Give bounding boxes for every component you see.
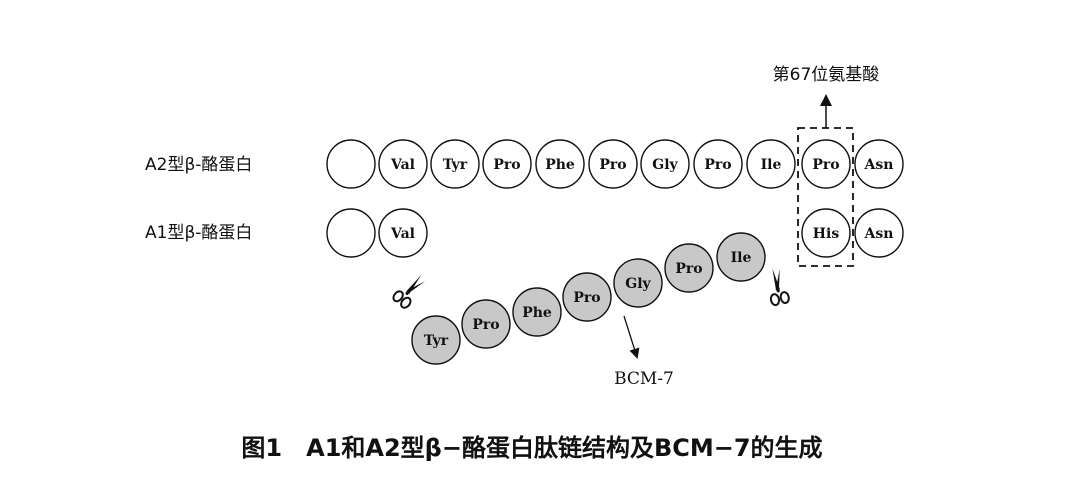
residue-circle <box>693 139 743 189</box>
residue-circle <box>378 139 428 189</box>
bcm7-arrow <box>623 315 640 359</box>
a2-residue-ile: Ile <box>746 139 796 189</box>
amino-acid-67-label: 第67位氨基酸 <box>773 65 880 85</box>
residue-label: Ile <box>731 250 752 266</box>
a1-residue-chain: Val His Asn <box>326 208 904 258</box>
left-scissors-icon <box>390 269 430 311</box>
residue-circle <box>461 299 511 349</box>
residue-label: Ile <box>761 157 782 173</box>
residue-label: Tyr <box>424 333 449 349</box>
peptide-residue-tyr: Tyr <box>411 315 461 365</box>
residue-circle <box>562 272 612 322</box>
residue-circle <box>613 258 663 308</box>
peptide-residue-ile: Ile <box>716 232 766 282</box>
residue-circle <box>588 139 638 189</box>
a2-residue-pro: Pro <box>482 139 532 189</box>
residue-label: Val <box>390 157 415 173</box>
a2-row-label: A2型β-酪蛋白 <box>145 155 252 175</box>
residue-circle <box>854 139 904 189</box>
peptide-residue-pro: Pro <box>461 299 511 349</box>
a1-row-label: A1型β-酪蛋白 <box>145 223 252 243</box>
residue-circle <box>482 139 532 189</box>
residue-circle <box>378 208 428 258</box>
residue-circle <box>801 139 851 189</box>
residue-circle <box>664 243 714 293</box>
residue-label: Asn <box>864 226 894 242</box>
residue-label: Phe <box>522 305 552 321</box>
residue-label: Pro <box>812 157 839 173</box>
a1-residue-asn: Asn <box>854 208 904 258</box>
a2-residue-gly: Gly <box>640 139 690 189</box>
a1-residue-empty <box>326 208 376 258</box>
residue-circle <box>535 139 585 189</box>
figure-caption: 图1 A1和A2型β−酪蛋白肽链结构及BCM−7的生成 <box>241 434 822 462</box>
residue-label: Tyr <box>443 157 468 173</box>
residue-label: Pro <box>599 157 626 173</box>
peptide-residue-pro: Pro <box>664 243 714 293</box>
peptide-residue-pro: Pro <box>562 272 612 322</box>
residue-circle <box>801 208 851 258</box>
a2-residue-phe: Phe <box>535 139 585 189</box>
residue-circle <box>746 139 796 189</box>
residue-circle <box>512 287 562 337</box>
residue-label: Pro <box>573 290 600 306</box>
residue-circle <box>411 315 461 365</box>
residue-label: Pro <box>493 157 520 173</box>
a2-residue-pro: Pro <box>801 139 851 189</box>
residue-circle <box>854 208 904 258</box>
residue-label: Pro <box>675 261 702 277</box>
position-67-dashed-box <box>797 127 854 267</box>
residue-circle <box>326 208 376 258</box>
a2-residue-asn: Asn <box>854 139 904 189</box>
residue-circle <box>430 139 480 189</box>
residue-label: His <box>813 226 840 242</box>
a1-residue-his: His <box>801 208 851 258</box>
residue-label: Asn <box>864 157 894 173</box>
residue-label: Val <box>390 226 415 242</box>
a1-residue-val: Val <box>378 208 428 258</box>
a2-residue-pro: Pro <box>588 139 638 189</box>
a2-residue-tyr: Tyr <box>430 139 480 189</box>
residue-label: Pro <box>472 317 499 333</box>
a2-residue-chain: Val Tyr Pro Phe Pro Gly Pro Ile Pro Asn <box>326 139 904 189</box>
residue-circle <box>326 139 376 189</box>
residue-label: Gly <box>652 157 678 173</box>
bcm7-label: BCM-7 <box>614 369 674 389</box>
peptide-residue-gly: Gly <box>613 258 663 308</box>
peptide-residue-phe: Phe <box>512 287 562 337</box>
residue-circle <box>716 232 766 282</box>
a2-residue-empty <box>326 139 376 189</box>
a2-residue-val: Val <box>378 139 428 189</box>
residue-circle <box>640 139 690 189</box>
a2-residue-pro: Pro <box>693 139 743 189</box>
residue-label: Pro <box>704 157 731 173</box>
residue-label: Phe <box>545 157 575 173</box>
residue-label: Gly <box>625 276 651 292</box>
right-scissors-icon <box>763 265 791 307</box>
